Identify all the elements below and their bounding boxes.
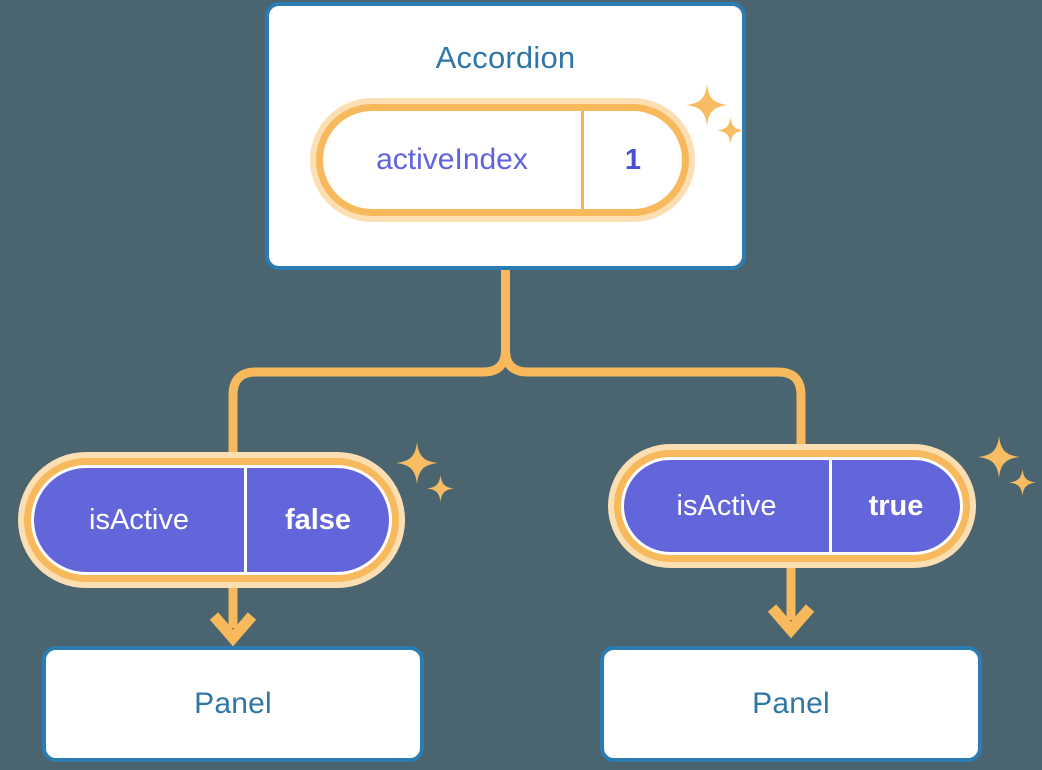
connector-branch-right xyxy=(501,349,806,452)
component-card-panel-right[interactable]: Panel xyxy=(600,646,982,762)
state-key-label: isActive xyxy=(676,489,777,522)
pill-ring: isActive true xyxy=(614,450,970,562)
pill-ring: isActive false xyxy=(24,458,399,582)
state-key-label: isActive xyxy=(89,503,189,536)
component-title: Panel xyxy=(194,687,272,720)
state-value-label: 1 xyxy=(581,111,682,209)
state-key-label: activeIndex xyxy=(376,143,528,176)
component-title: Accordion xyxy=(435,40,576,75)
sparkle-large-icon xyxy=(396,442,438,484)
pill-body: isActive true xyxy=(621,457,963,555)
state-pill-isactive-left[interactable]: isActive false xyxy=(18,452,405,588)
arrow-down-icon-left xyxy=(209,612,257,647)
sparkle-large-icon xyxy=(978,436,1020,478)
sparkle-group-left xyxy=(396,442,460,510)
sparkle-group-right xyxy=(978,436,1042,504)
pill-ring: activeIndex 1 xyxy=(316,104,689,216)
connector-branch-left xyxy=(228,349,510,460)
sparkle-small-icon xyxy=(1009,469,1036,496)
state-pill-isactive-right[interactable]: isActive true xyxy=(608,444,976,568)
component-card-panel-left[interactable]: Panel xyxy=(42,646,424,762)
arrow-down-icon-right xyxy=(767,604,815,639)
state-value-label: true xyxy=(829,460,960,552)
sparkle-small-icon xyxy=(427,475,454,502)
state-pill-activeindex[interactable]: activeIndex 1 xyxy=(310,98,695,222)
component-title: Panel xyxy=(752,687,830,720)
state-value-label: false xyxy=(244,468,389,572)
pill-body: isActive false xyxy=(31,465,392,575)
pill-body: activeIndex 1 xyxy=(323,111,682,209)
